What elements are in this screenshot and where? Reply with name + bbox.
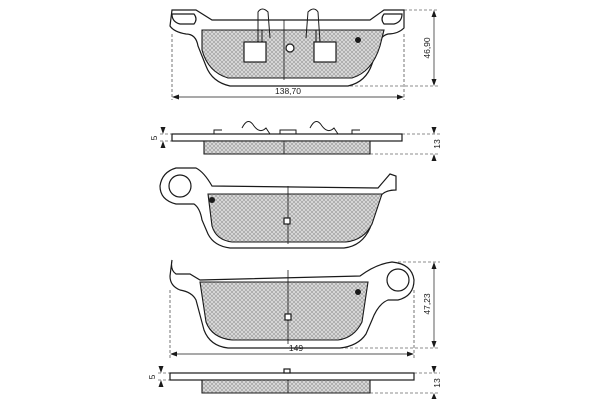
pad-1-friction-material xyxy=(201,29,385,79)
pad-3-mark-dot xyxy=(355,289,361,295)
pad-2-face-view xyxy=(159,167,397,249)
backing-thickness-pad-1: 5 xyxy=(149,135,159,140)
pad-3-side-marker xyxy=(283,368,291,374)
pad-2-mounting-eye xyxy=(168,174,192,198)
pad-1-left-slot xyxy=(171,13,197,25)
pad-1-side-backing xyxy=(171,133,403,142)
total-thickness-pad-1: 13 xyxy=(432,139,442,149)
pad-2-friction-material xyxy=(207,193,383,243)
pad-2-mark-dot xyxy=(209,197,215,203)
height-dimension-pad-2: 47,23 xyxy=(422,293,432,315)
pad-1-side-view: 5 13 xyxy=(149,121,442,161)
height-dimension-pad-1: 46,90 xyxy=(422,37,432,59)
pad-1-sensor-pin xyxy=(285,43,295,53)
pad-3-side-friction xyxy=(201,379,371,394)
pad-1-wear-sensor-spring xyxy=(257,8,321,43)
pad-3-face-view: 47,23 149 xyxy=(169,259,440,358)
width-dimension-pad-1: 138,70 xyxy=(275,86,301,96)
pad-3-mounting-eye xyxy=(386,268,410,292)
width-dimension-pad-2: 149 xyxy=(289,343,303,353)
pad-1-sensor-mount-left xyxy=(243,41,267,63)
pad-3-side-view: 5 13 xyxy=(147,366,442,399)
pad-3-side-backing xyxy=(169,372,415,381)
pad-1-mark-dot xyxy=(355,37,361,43)
pad-3-groove-marker xyxy=(284,313,292,321)
pad-3-friction-material xyxy=(199,281,369,341)
pad-1-face-view: 138,70 46,90 xyxy=(169,8,438,100)
pad-1-sensor-mount-right xyxy=(313,41,337,63)
total-thickness-pad-2: 13 xyxy=(432,378,442,388)
pad-2-groove-marker xyxy=(283,217,291,225)
backing-thickness-pad-2: 5 xyxy=(147,374,157,379)
pad-1-right-slot xyxy=(381,13,403,25)
pad-1-side-friction xyxy=(203,140,371,155)
pad-1-side-sensor-clip xyxy=(213,121,360,135)
